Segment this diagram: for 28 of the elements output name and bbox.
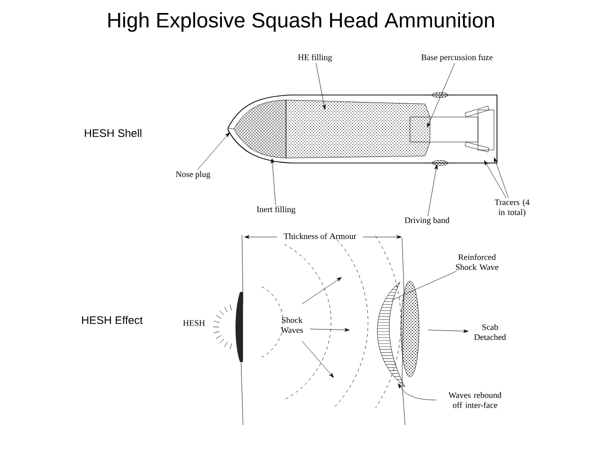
leader-line: [428, 164, 438, 216]
callout-text: Base percussion fuze: [421, 54, 493, 62]
armour-drawing: [212, 234, 406, 426]
callout-text: Tracers (4 in total): [494, 199, 530, 217]
leader-line: [197, 132, 230, 170]
callout-text: Reinforced Shock Wave: [456, 254, 498, 270]
leader-line: [270, 158, 276, 206]
callout-text: Driving band: [404, 217, 450, 225]
leader-line: [316, 62, 326, 110]
leader-line: [427, 62, 456, 128]
part-label: Shock Waves: [280, 316, 303, 333]
dimension-label: Thickness of Armour: [284, 232, 356, 240]
leader-line: [398, 383, 436, 400]
title: High Explosive Squash Head Ammunition: [108, 12, 494, 32]
part-label: HESH: [183, 320, 205, 326]
shell-drawing: [234, 100, 286, 158]
leader-line: [494, 157, 509, 198]
callout-text: Nose plug: [176, 171, 210, 179]
panel-label: HESH Shell: [84, 128, 142, 138]
callout-text: Scab Detached: [474, 324, 506, 340]
panel-label: HESH Effect: [82, 316, 143, 324]
callout-text: HE filling: [298, 54, 332, 62]
armour-drawing: [377, 282, 406, 388]
callout-text: Inert filling: [256, 206, 296, 214]
callout-text: Waves rebound off inter-face: [448, 392, 502, 408]
arrow: [428, 329, 468, 333]
leader-line: [484, 160, 506, 198]
leader-line: [392, 271, 456, 300]
